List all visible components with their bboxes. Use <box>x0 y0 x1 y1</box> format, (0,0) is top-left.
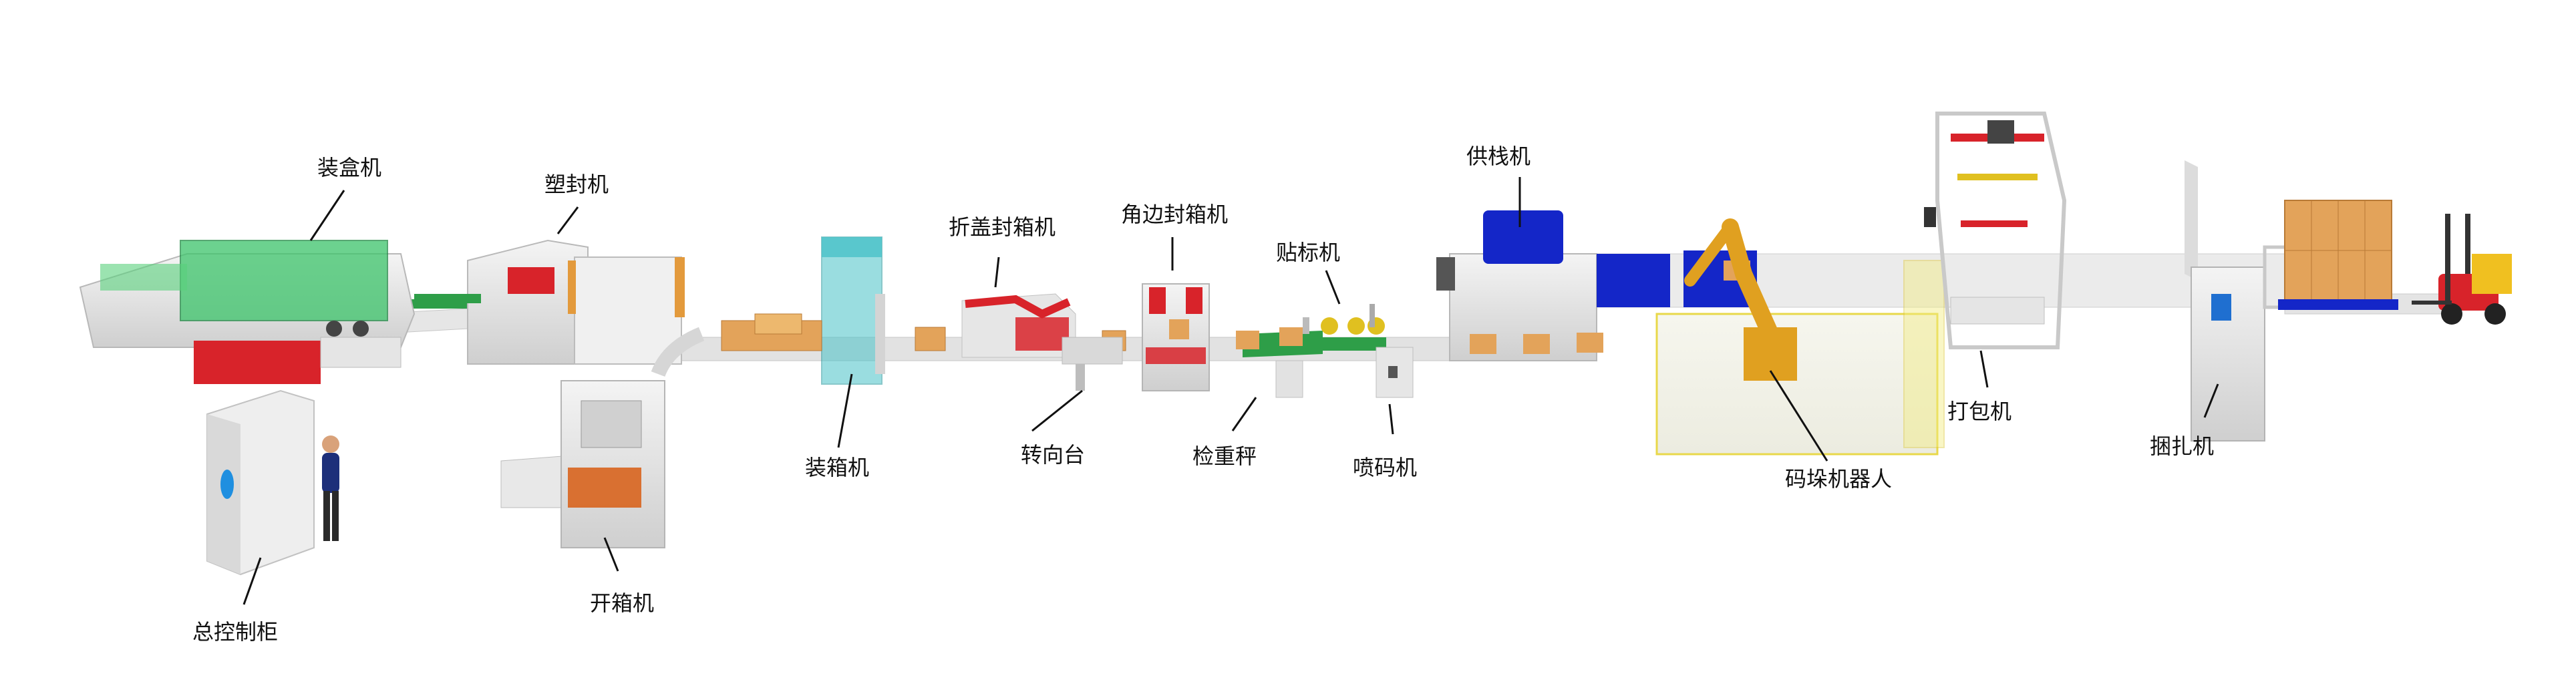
main-control-cabinet <box>206 389 315 576</box>
case-packer-machine <box>721 236 885 385</box>
palletizing-robot-cell <box>1597 218 1945 456</box>
forklift <box>2412 214 2512 325</box>
label-flap-folding-sealer: 折盖封箱机 <box>949 214 1056 240</box>
label-checkweigher: 检重秤 <box>1192 444 1257 469</box>
labeler-machine <box>1321 304 1386 351</box>
leader-lines <box>243 177 2219 605</box>
label-pallet-dispenser: 供栈机 <box>1466 144 1531 169</box>
label-turntable: 转向台 <box>1021 442 1086 468</box>
label-cartoner: 装盒机 <box>317 155 382 180</box>
label-inkjet-coder: 喷码机 <box>1353 455 1418 480</box>
pallet-dispenser-machine <box>1436 210 1603 361</box>
operator-figure <box>322 435 339 541</box>
shrink-wrapper-machine <box>414 239 685 365</box>
label-palletizing-robot: 码垛机器人 <box>1785 466 1893 492</box>
turntable <box>1062 337 1123 391</box>
label-case-packer: 装箱机 <box>805 455 870 480</box>
corner-edge-sealer-machine <box>1142 283 1210 391</box>
label-wrapping-machine: 打包机 <box>1947 399 2012 424</box>
inkjet-coder-machine <box>1376 347 1414 398</box>
label-main-control-cabinet: 总控制柜 <box>192 619 279 645</box>
label-shrink-wrapper: 塑封机 <box>544 172 609 197</box>
wrapping-machine <box>1924 112 2067 349</box>
cartoner-machine <box>79 240 416 384</box>
label-labeler: 贴标机 <box>1276 240 1341 265</box>
label-strapping-machine: 捆扎机 <box>2150 433 2215 459</box>
label-corner-edge-sealer: 角边封箱机 <box>1121 202 1229 227</box>
case-erector-machine <box>500 327 705 548</box>
strapping-machine <box>2185 160 2293 442</box>
checkweigher-machine <box>1236 317 1323 398</box>
label-case-erector: 开箱机 <box>590 590 655 616</box>
finished-pallet-load <box>2278 200 2398 310</box>
